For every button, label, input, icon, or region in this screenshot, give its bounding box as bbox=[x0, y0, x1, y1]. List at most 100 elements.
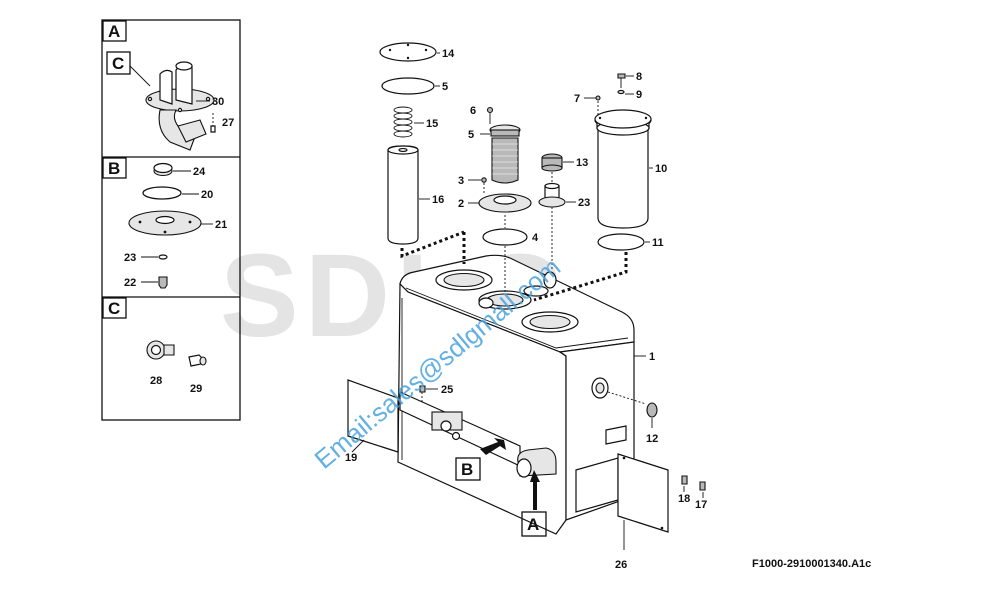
strainer-icon bbox=[491, 137, 519, 184]
breather-neck-icon bbox=[163, 344, 175, 356]
view-marker-b: B bbox=[455, 438, 506, 481]
tank-port-icon bbox=[523, 285, 549, 297]
part-number: 2 bbox=[458, 198, 464, 210]
part-number: 9 bbox=[636, 89, 642, 101]
part-number: 22 bbox=[124, 277, 136, 289]
bolt-hole-icon bbox=[205, 96, 211, 102]
detail-box-letter: B bbox=[108, 159, 120, 178]
tank-opening-inner-icon bbox=[529, 314, 571, 330]
plug-12: 12 bbox=[646, 402, 658, 445]
part-number: 27 bbox=[222, 117, 234, 129]
detail-box-letter: A bbox=[108, 22, 120, 41]
detail-box-letter: C bbox=[108, 299, 120, 318]
o-ring-icon bbox=[142, 186, 182, 200]
view-letter: A bbox=[527, 515, 539, 534]
view-letter-frame bbox=[521, 511, 547, 537]
part-number: 28 bbox=[150, 375, 162, 387]
detail-box-a: A C 30 27 bbox=[102, 20, 234, 151]
drawing-reference-code: F1000-2910001340.A1c bbox=[752, 558, 871, 570]
screw-icon bbox=[617, 73, 626, 79]
cover-hub-icon bbox=[155, 215, 175, 225]
bolt-hole-icon bbox=[147, 96, 153, 102]
screw-25: 25 bbox=[419, 384, 453, 404]
filter-stack-right: 8 9 7 10 11 bbox=[574, 71, 667, 251]
valve-port-icon bbox=[440, 420, 452, 432]
leader-line bbox=[129, 65, 151, 87]
filter-housing-icon bbox=[597, 129, 649, 229]
gasket-icon bbox=[597, 233, 645, 251]
adapter-flange-icon bbox=[538, 196, 566, 208]
tank-bevel bbox=[405, 287, 629, 349]
tank-port-icon bbox=[478, 297, 494, 309]
filter-housing-lid-icon bbox=[594, 109, 652, 129]
tank-edge bbox=[559, 351, 567, 357]
filter-element-icon bbox=[387, 145, 419, 245]
detail-panel: A C 30 27 B 24 bbox=[101, 19, 241, 421]
part-number: 26 bbox=[615, 559, 627, 571]
valve-port-icon bbox=[451, 431, 461, 441]
arrow-icon bbox=[530, 470, 540, 510]
sight-glass-inner-icon bbox=[595, 382, 605, 394]
assembly-line-dashed bbox=[533, 252, 628, 302]
bolt-hole-icon bbox=[188, 220, 192, 224]
box-letter-frame bbox=[102, 157, 127, 179]
cover-plate-icon bbox=[617, 453, 669, 533]
bolt-hole-icon bbox=[138, 220, 142, 224]
breather-port-icon bbox=[150, 344, 162, 356]
view-marker-a: A bbox=[521, 470, 547, 537]
assembly-line-dashed bbox=[400, 230, 465, 259]
part-number: 23 bbox=[578, 197, 590, 209]
part-number: 14 bbox=[442, 48, 455, 60]
washer-icon bbox=[617, 89, 625, 95]
screw-icon bbox=[210, 125, 216, 133]
part-number: 12 bbox=[646, 433, 658, 445]
cap-top-icon bbox=[153, 162, 173, 174]
elbow-pipe-icon bbox=[177, 119, 207, 143]
screw-icon bbox=[481, 177, 487, 183]
bolt-hole-icon bbox=[163, 230, 167, 234]
view-letter-frame bbox=[455, 457, 481, 481]
cover-26: 26 bbox=[615, 453, 669, 571]
screw-icon bbox=[699, 481, 706, 491]
part-number: 20 bbox=[201, 189, 213, 201]
part-number: 16 bbox=[432, 194, 444, 206]
screw-icon bbox=[419, 385, 426, 393]
part-number: 25 bbox=[441, 384, 453, 396]
part-number: 23 bbox=[124, 252, 136, 264]
part-number: 8 bbox=[636, 71, 642, 83]
box-inner-letter-frame bbox=[106, 51, 131, 75]
part-number: 3 bbox=[458, 175, 464, 187]
pipe-icon bbox=[159, 69, 173, 105]
bolt-hole-icon bbox=[177, 107, 183, 113]
gasket-icon bbox=[482, 228, 528, 246]
suction-pipe-end-icon bbox=[516, 458, 532, 478]
box-letter-frame bbox=[102, 297, 127, 319]
label-plate-icon bbox=[605, 425, 627, 445]
part-number: 7 bbox=[574, 93, 580, 105]
filter-stack-left: 14 5 15 16 bbox=[379, 42, 455, 245]
part-number: 24 bbox=[193, 166, 206, 178]
gasket-plate-icon bbox=[347, 379, 399, 453]
drain-plug-icon bbox=[158, 276, 168, 289]
part-number: 13 bbox=[576, 157, 588, 169]
detail-box-c: C 28 29 bbox=[102, 297, 207, 395]
detail-box-inner-letter: C bbox=[112, 54, 124, 73]
pipe-end-icon bbox=[175, 61, 193, 71]
part-number: 18 bbox=[678, 493, 690, 505]
gasket-icon bbox=[381, 77, 435, 95]
flange-hub-icon bbox=[493, 195, 517, 205]
part-number: 4 bbox=[532, 232, 539, 244]
seal-washer-icon bbox=[158, 254, 168, 260]
screw-icon bbox=[595, 95, 601, 101]
view-letter: B bbox=[461, 460, 473, 479]
part-number: 30 bbox=[212, 96, 224, 108]
tank-opening-inner-icon bbox=[443, 272, 485, 288]
part-number: 29 bbox=[190, 383, 202, 395]
leader-line bbox=[607, 391, 647, 405]
spring-icon bbox=[393, 106, 413, 138]
flange-plate-19: 19 bbox=[345, 379, 399, 464]
tank-lug-icon bbox=[543, 271, 557, 289]
screws-17-18: 18 17 bbox=[678, 475, 707, 511]
part-number: 19 bbox=[345, 452, 357, 464]
